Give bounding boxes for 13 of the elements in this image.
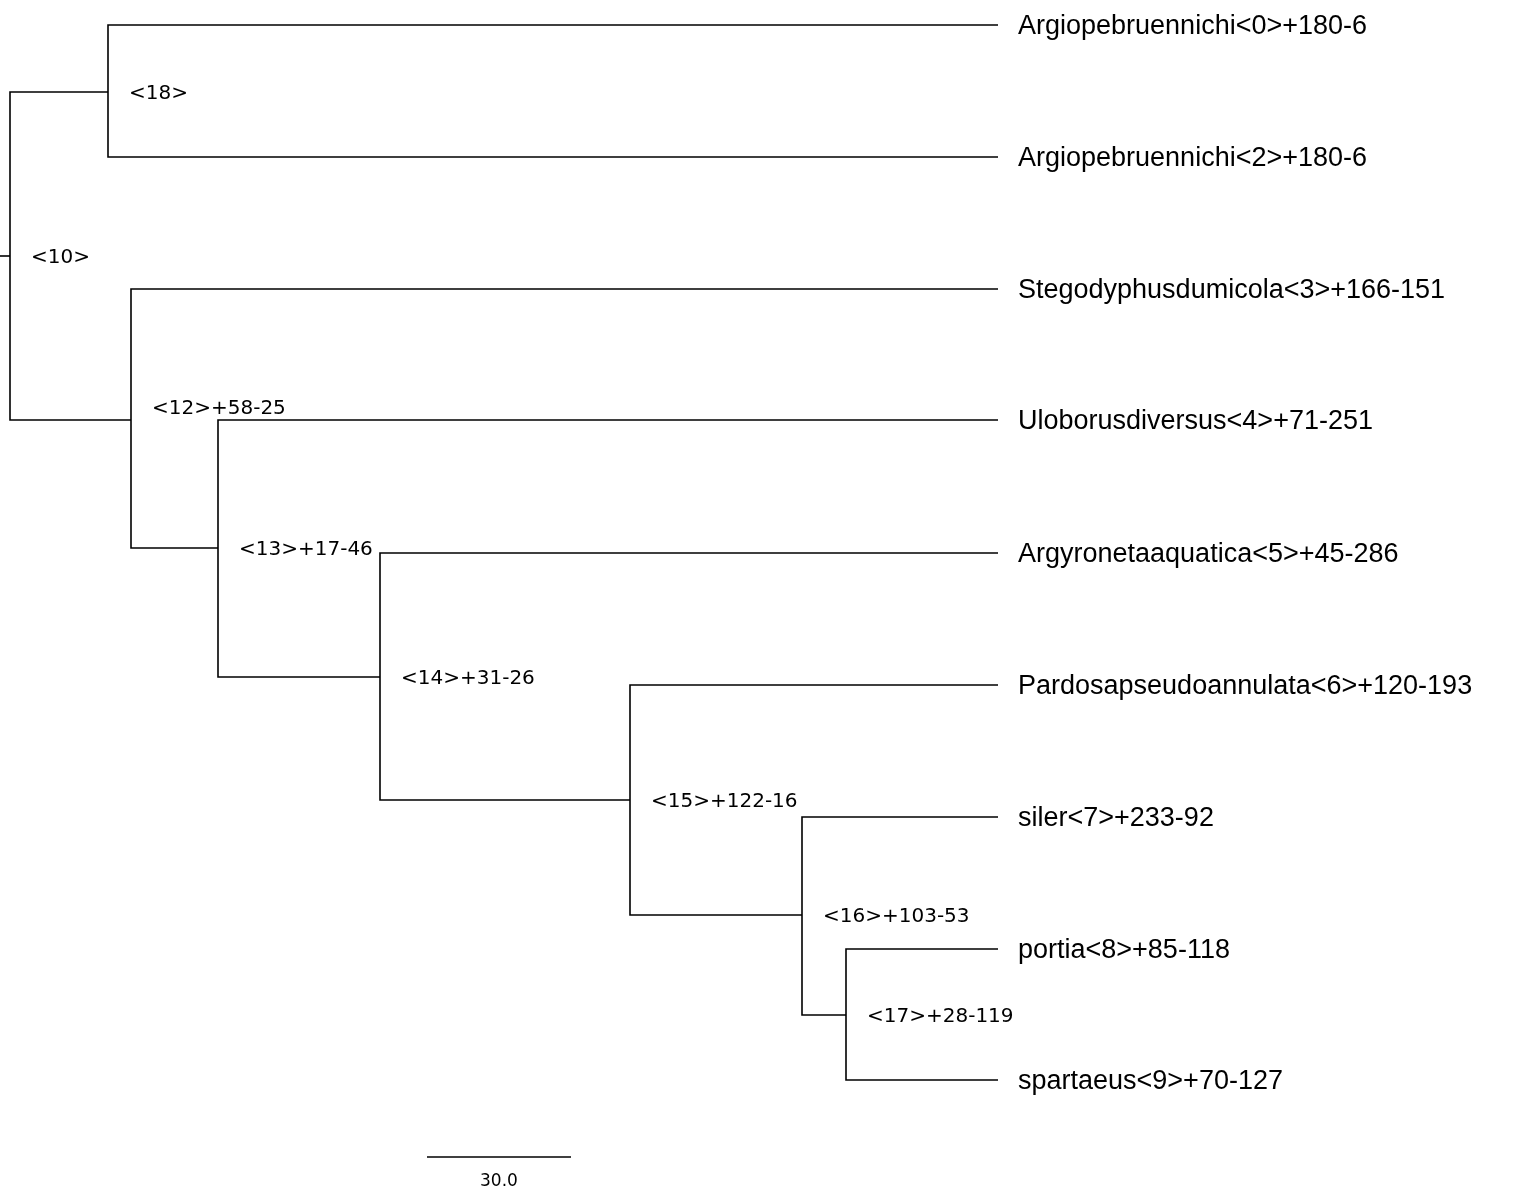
leaf-label: portia<8>+85-118 — [998, 931, 1230, 967]
leaf-label: Stegodyphusdumicola<3>+166-151 — [998, 271, 1446, 307]
leaf-label: Uloborusdiversus<4>+71-251 — [998, 402, 1373, 438]
leaf-label: Pardosapseudoannulata<6>+120-193 — [998, 667, 1473, 703]
leaf-label: siler<7>+233-92 — [998, 799, 1214, 835]
scale-label: 30.0 — [480, 1170, 518, 1190]
tree-branch — [130, 419, 219, 549]
tree-branch — [130, 288, 999, 421]
leaf-label: Argyronetaaquatica<5>+45-286 — [998, 535, 1399, 571]
leaf-label: spartaeus<9>+70-127 — [998, 1062, 1283, 1098]
tree-branch — [0, 255, 11, 257]
leaf-label: Argiopebruennichi<2>+180-6 — [998, 139, 1368, 175]
leaf-label: Argiopebruennichi<0>+180-6 — [998, 7, 1368, 43]
